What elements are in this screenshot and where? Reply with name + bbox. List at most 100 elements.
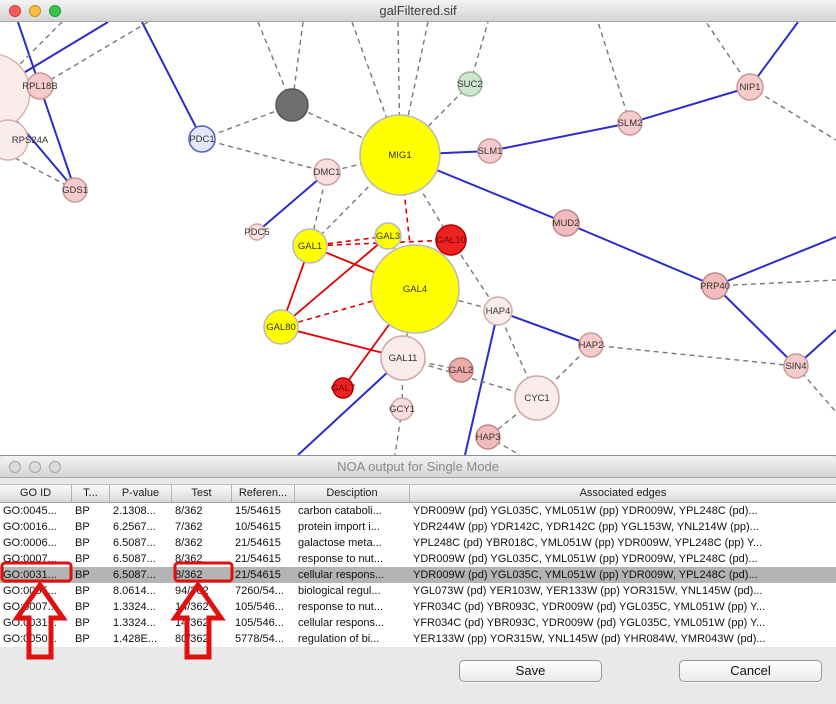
graph-node-label-MIG1: MIG1	[388, 150, 411, 161]
graph-node-GAL10[interactable]	[435, 224, 467, 256]
graph-node-HAP3[interactable]	[475, 424, 501, 450]
close-button[interactable]	[9, 461, 21, 473]
zoom-button[interactable]	[49, 5, 61, 17]
graph-node-GAL11[interactable]	[380, 335, 426, 381]
cell-test: 8/362	[175, 505, 203, 517]
graph-window-titlebar[interactable]: galFiltered.sif	[0, 0, 836, 22]
column-header-pvalue[interactable]: P-value	[110, 485, 172, 502]
graph-node-MUD2[interactable]	[552, 209, 580, 237]
graph-edge[interactable]	[590, 344, 797, 367]
graph-node-HAP4[interactable]	[483, 296, 513, 326]
cell-description: carbon cataboli...	[298, 505, 382, 517]
column-header-description[interactable]: Desciption	[295, 485, 410, 502]
graph-edge[interactable]	[565, 222, 716, 287]
cell-edges: YDR009W (pd) YGL035C, YML051W (pp) YDR00…	[413, 505, 758, 517]
graph-node-GRAY1[interactable]	[275, 88, 309, 122]
graph-edge[interactable]	[487, 436, 521, 455]
graph-edge[interactable]	[256, 171, 328, 233]
graph-edge[interactable]	[714, 285, 797, 367]
graph-node-MIG1[interactable]	[359, 114, 441, 196]
graph-edge[interactable]	[17, 22, 76, 191]
graph-node-DMC1[interactable]	[313, 158, 341, 186]
column-header-reference[interactable]: Referen...	[232, 485, 295, 502]
graph-edge[interactable]	[394, 408, 403, 455]
cell-edges: YER133W (pp) YOR315W, YNL145W (pd) YHR08…	[413, 633, 766, 645]
graph-node-SIN4[interactable]	[783, 353, 809, 379]
column-header-edges[interactable]: Associated edges	[579, 487, 667, 499]
graph-edge[interactable]	[39, 22, 149, 87]
graph-edge[interactable]	[714, 279, 836, 287]
cell-goid: GO:0006...	[3, 537, 57, 549]
graph-node-SLM1[interactable]	[477, 138, 503, 164]
graph-edge[interactable]	[141, 22, 203, 140]
graph-edge[interactable]	[629, 86, 751, 124]
graph-node-label-SUC2: SUC2	[457, 79, 482, 90]
close-button[interactable]	[9, 5, 21, 17]
cell-goid: GO:0065...	[3, 585, 57, 597]
graph-node-GDS1[interactable]	[62, 177, 88, 203]
graph-node-RPS24A[interactable]	[0, 119, 29, 161]
graph-node-GAL2[interactable]	[448, 357, 474, 383]
minimize-button[interactable]	[29, 5, 41, 17]
minimize-button[interactable]	[29, 461, 41, 473]
cell-pvalue: 6.5087...	[113, 553, 156, 565]
graph-node-PDC1[interactable]	[188, 125, 216, 153]
column-header-type[interactable]: T...	[72, 485, 110, 502]
graph-node-PRP40[interactable]	[701, 272, 729, 300]
column-header-goid[interactable]: GO ID	[0, 485, 72, 502]
graph-node-GAL4[interactable]	[370, 244, 460, 334]
graph-edge[interactable]	[201, 138, 328, 173]
graph-node-HAP2[interactable]	[578, 332, 604, 358]
graph-node-PDC5[interactable]	[248, 223, 266, 241]
graph-node-GAL80[interactable]	[263, 309, 299, 345]
cancel-button[interactable]: Cancel	[679, 660, 822, 682]
graph-edge[interactable]	[497, 310, 538, 399]
graph-node-NIP1[interactable]	[736, 73, 764, 101]
graph-node-label-RPL18B: RPL18B	[22, 81, 57, 92]
graph-edge[interactable]	[399, 154, 452, 241]
graph-node-GAL7[interactable]	[332, 377, 354, 399]
graph-edge[interactable]	[280, 235, 389, 328]
graph-edge[interactable]	[749, 86, 836, 141]
cell-reference: 5778/54...	[235, 633, 284, 645]
graph-edge[interactable]	[714, 236, 836, 287]
cell-description: protein import i...	[298, 521, 380, 533]
graph-node-GCY1[interactable]	[390, 397, 414, 421]
graph-edge[interactable]	[297, 357, 404, 455]
graph-edge[interactable]	[399, 22, 429, 156]
cell-pvalue: 1.3324...	[113, 601, 156, 613]
graph-edge[interactable]	[464, 310, 499, 455]
column-header-test[interactable]: Test	[172, 485, 232, 502]
graph-edge[interactable]	[201, 104, 293, 140]
graph-edge[interactable]	[597, 22, 631, 124]
graph-node-label-PRP40: PRP40	[700, 281, 730, 292]
cell-test: 7/362	[175, 521, 203, 533]
noa-window-titlebar[interactable]: NOA output for Single Mode	[0, 456, 836, 478]
graph-node-RPL18B[interactable]	[26, 72, 54, 100]
save-button[interactable]: Save	[459, 660, 602, 682]
noa-window-title: NOA output for Single Mode	[337, 459, 499, 474]
graph-node-SUC2[interactable]	[457, 71, 483, 97]
graph-node-GAL3[interactable]	[374, 222, 402, 250]
graph-edge[interactable]	[497, 310, 592, 346]
graph-node-GAL1[interactable]	[292, 228, 328, 264]
graph-edge[interactable]	[489, 122, 631, 152]
graph-node-RPS-BIG[interactable]	[0, 54, 31, 130]
graph-edge[interactable]	[309, 239, 452, 247]
graph-node-CYC1[interactable]	[514, 375, 560, 421]
cell-edges: YPL248C (pd) YBR018C, YML051W (pp) YDR00…	[413, 537, 763, 549]
graph-edge[interactable]	[291, 22, 304, 106]
zoom-button[interactable]	[49, 461, 61, 473]
graph-node-SLM2[interactable]	[617, 110, 643, 136]
